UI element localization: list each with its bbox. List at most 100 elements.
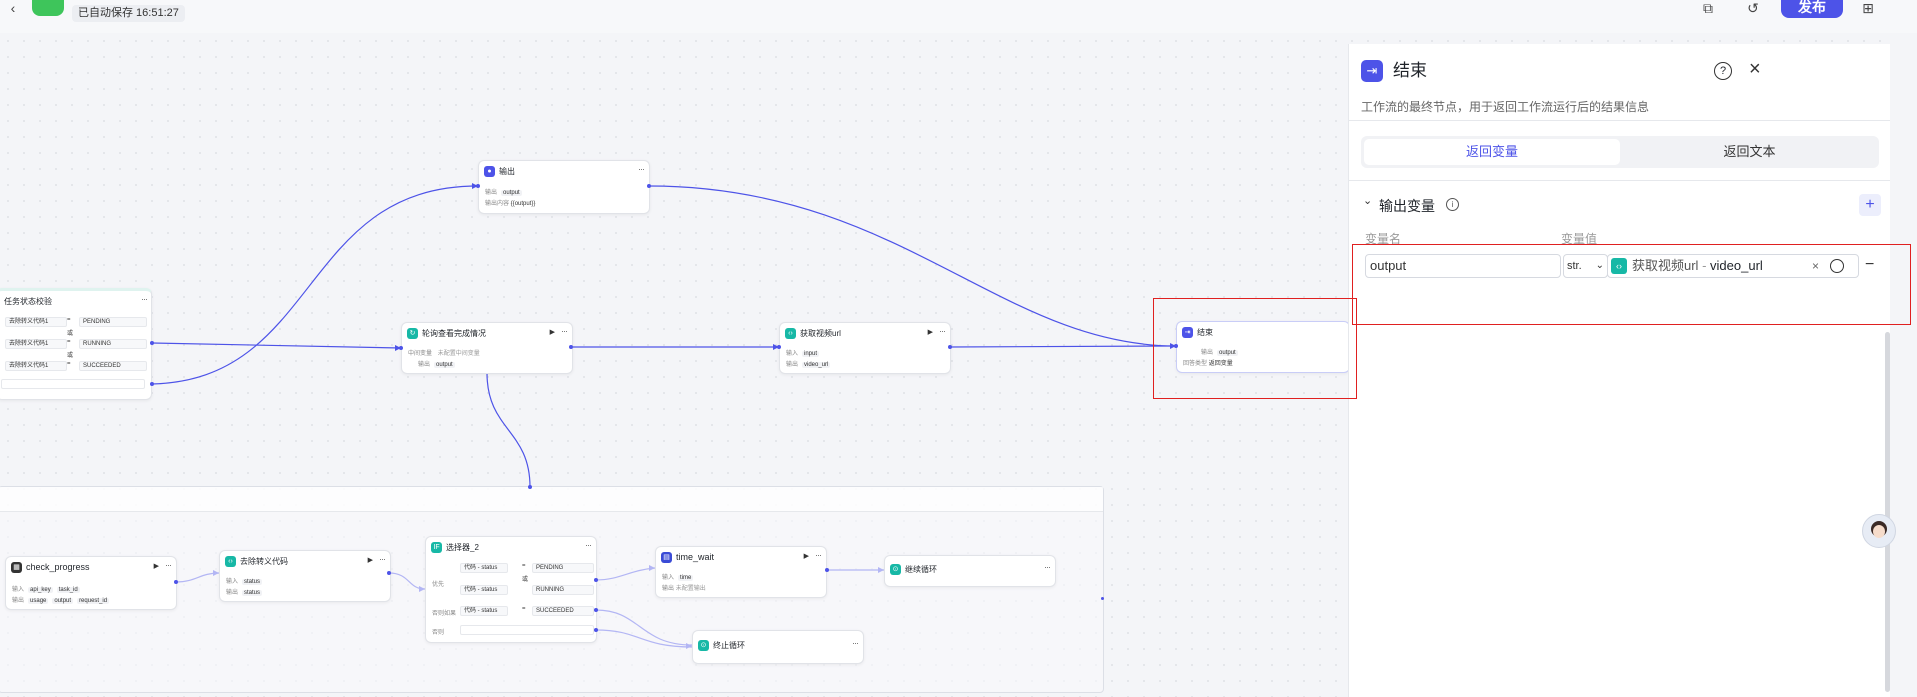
- condition-value[interactable]: RUNNING: [532, 585, 594, 595]
- more-icon[interactable]: ···: [638, 164, 645, 174]
- node-title: check_progress: [26, 562, 90, 572]
- output-port[interactable]: [594, 608, 598, 612]
- remove-variable-button[interactable]: −: [1865, 256, 1875, 273]
- history-icon[interactable]: ↺: [1747, 0, 1759, 16]
- target-icon[interactable]: [1830, 259, 1844, 273]
- clear-icon[interactable]: ×: [1812, 259, 1820, 273]
- chevron-down-icon[interactable]: ⌄: [1363, 195, 1373, 207]
- input-port[interactable]: [777, 345, 781, 349]
- row-label: 输出: [12, 598, 25, 604]
- output-port[interactable]: [825, 568, 829, 572]
- loop-right-port[interactable]: [1101, 597, 1104, 600]
- input-port[interactable]: [399, 346, 403, 350]
- row-value: api_key: [28, 587, 53, 593]
- loop-port[interactable]: [528, 485, 532, 489]
- publish-button[interactable]: 发布: [1781, 0, 1843, 18]
- stop-loop-node[interactable]: ⊙ 终止循环 ···: [692, 630, 864, 664]
- more-icon[interactable]: ···: [585, 540, 592, 550]
- output-port[interactable]: [594, 578, 598, 582]
- or-label: 或: [67, 331, 74, 337]
- copy-icon[interactable]: ⧉: [1703, 0, 1713, 16]
- run-icon[interactable]: ▶: [549, 329, 555, 336]
- condition-left[interactable]: 代码 - status: [460, 606, 508, 616]
- condition-value[interactable]: SUCCEEDED: [532, 606, 594, 616]
- else-slot[interactable]: [1, 379, 145, 389]
- selector-2-node[interactable]: IF 选择器_2 ··· 优先 代码 - status = PENDING 或 …: [425, 536, 597, 643]
- output-port[interactable]: [647, 184, 651, 188]
- row-value: status: [242, 590, 263, 596]
- condition-value[interactable]: SUCCEEDED: [79, 361, 147, 371]
- input-port[interactable]: [1174, 344, 1178, 348]
- variable-value-reference[interactable]: ‹› 获取视频url - video_url ×: [1607, 254, 1859, 278]
- more-icon[interactable]: ···: [1044, 562, 1051, 572]
- tab-bar: 返回变量 返回文本: [1361, 136, 1879, 168]
- condition-value[interactable]: RUNNING: [79, 339, 147, 349]
- condition-left[interactable]: 代码 - status: [460, 585, 508, 595]
- row-label: 输出: [485, 190, 498, 196]
- close-icon[interactable]: ×: [1749, 58, 1761, 80]
- output-port[interactable]: [948, 345, 952, 349]
- end-node-icon: ⇥: [1361, 60, 1383, 82]
- condition-value[interactable]: PENDING: [532, 563, 594, 573]
- condition-value[interactable]: PENDING: [79, 317, 147, 327]
- more-icon[interactable]: ···: [852, 638, 859, 648]
- scrollbar[interactable]: [1885, 332, 1890, 692]
- output-port[interactable]: [174, 580, 178, 584]
- run-icon[interactable]: ▶: [927, 329, 933, 336]
- task-status-selector-node[interactable]: 任务状态校验 ··· 去除转义代码1 = PENDING 或 去除转义代码1 =…: [0, 288, 152, 400]
- output-port[interactable]: [150, 382, 154, 386]
- run-icon[interactable]: ▶: [367, 557, 373, 564]
- condition-left[interactable]: 去除转义代码1: [5, 339, 67, 349]
- continue-loop-node[interactable]: ⊙ 继续循环 ···: [884, 555, 1056, 587]
- stop-icon: ⊙: [698, 640, 709, 651]
- condition-left[interactable]: 去除转义代码1: [5, 361, 67, 371]
- variable-type-label: str.: [1567, 260, 1582, 272]
- ref-field: video_url: [1710, 258, 1763, 273]
- variable-name-input[interactable]: output: [1365, 254, 1561, 278]
- input-port[interactable]: [476, 184, 480, 188]
- output-port[interactable]: [387, 571, 391, 575]
- more-icon[interactable]: ···: [561, 326, 568, 336]
- run-icon[interactable]: ▶: [803, 553, 809, 560]
- ref-separator: -: [1702, 258, 1707, 273]
- section-title: 输出变量: [1379, 198, 1435, 214]
- assistant-avatar[interactable]: [1862, 514, 1896, 548]
- loop-body-container[interactable]: [0, 486, 1104, 693]
- output-port[interactable]: [594, 628, 598, 632]
- end-node-icon: ⇥: [1182, 327, 1193, 338]
- more-icon[interactable]: ···: [939, 326, 946, 336]
- row-value: usage: [28, 598, 49, 604]
- panel-title: 结束: [1393, 61, 1427, 80]
- or-label: 或: [67, 353, 74, 359]
- run-icon[interactable]: ▶: [153, 563, 159, 570]
- row-label: 输入: [226, 579, 239, 585]
- row-label: 输出: [786, 362, 799, 368]
- export-icon[interactable]: ⊞: [1862, 0, 1874, 16]
- back-icon[interactable]: ‹: [10, 0, 16, 16]
- condition-left[interactable]: 代码 - status: [460, 563, 508, 573]
- help-icon[interactable]: ?: [1714, 62, 1732, 80]
- more-icon[interactable]: ···: [379, 554, 386, 564]
- more-icon[interactable]: ···: [141, 294, 148, 304]
- tab-return-variable[interactable]: 返回变量: [1364, 139, 1620, 165]
- output-port[interactable]: [150, 341, 154, 345]
- tab-return-text[interactable]: 返回文本: [1723, 144, 1776, 159]
- add-variable-button[interactable]: +: [1859, 194, 1881, 216]
- more-icon[interactable]: ···: [165, 560, 172, 570]
- info-icon[interactable]: i: [1446, 198, 1459, 211]
- output-port[interactable]: [569, 345, 573, 349]
- row-value: output: [434, 362, 455, 368]
- row-label: 输出内容: [485, 201, 510, 207]
- more-icon[interactable]: ···: [815, 550, 822, 560]
- row-value: {{output}}: [510, 201, 536, 207]
- condition-left[interactable]: 去除转义代码1: [5, 317, 67, 327]
- divider: [1349, 180, 1891, 181]
- else-slot[interactable]: [460, 625, 594, 635]
